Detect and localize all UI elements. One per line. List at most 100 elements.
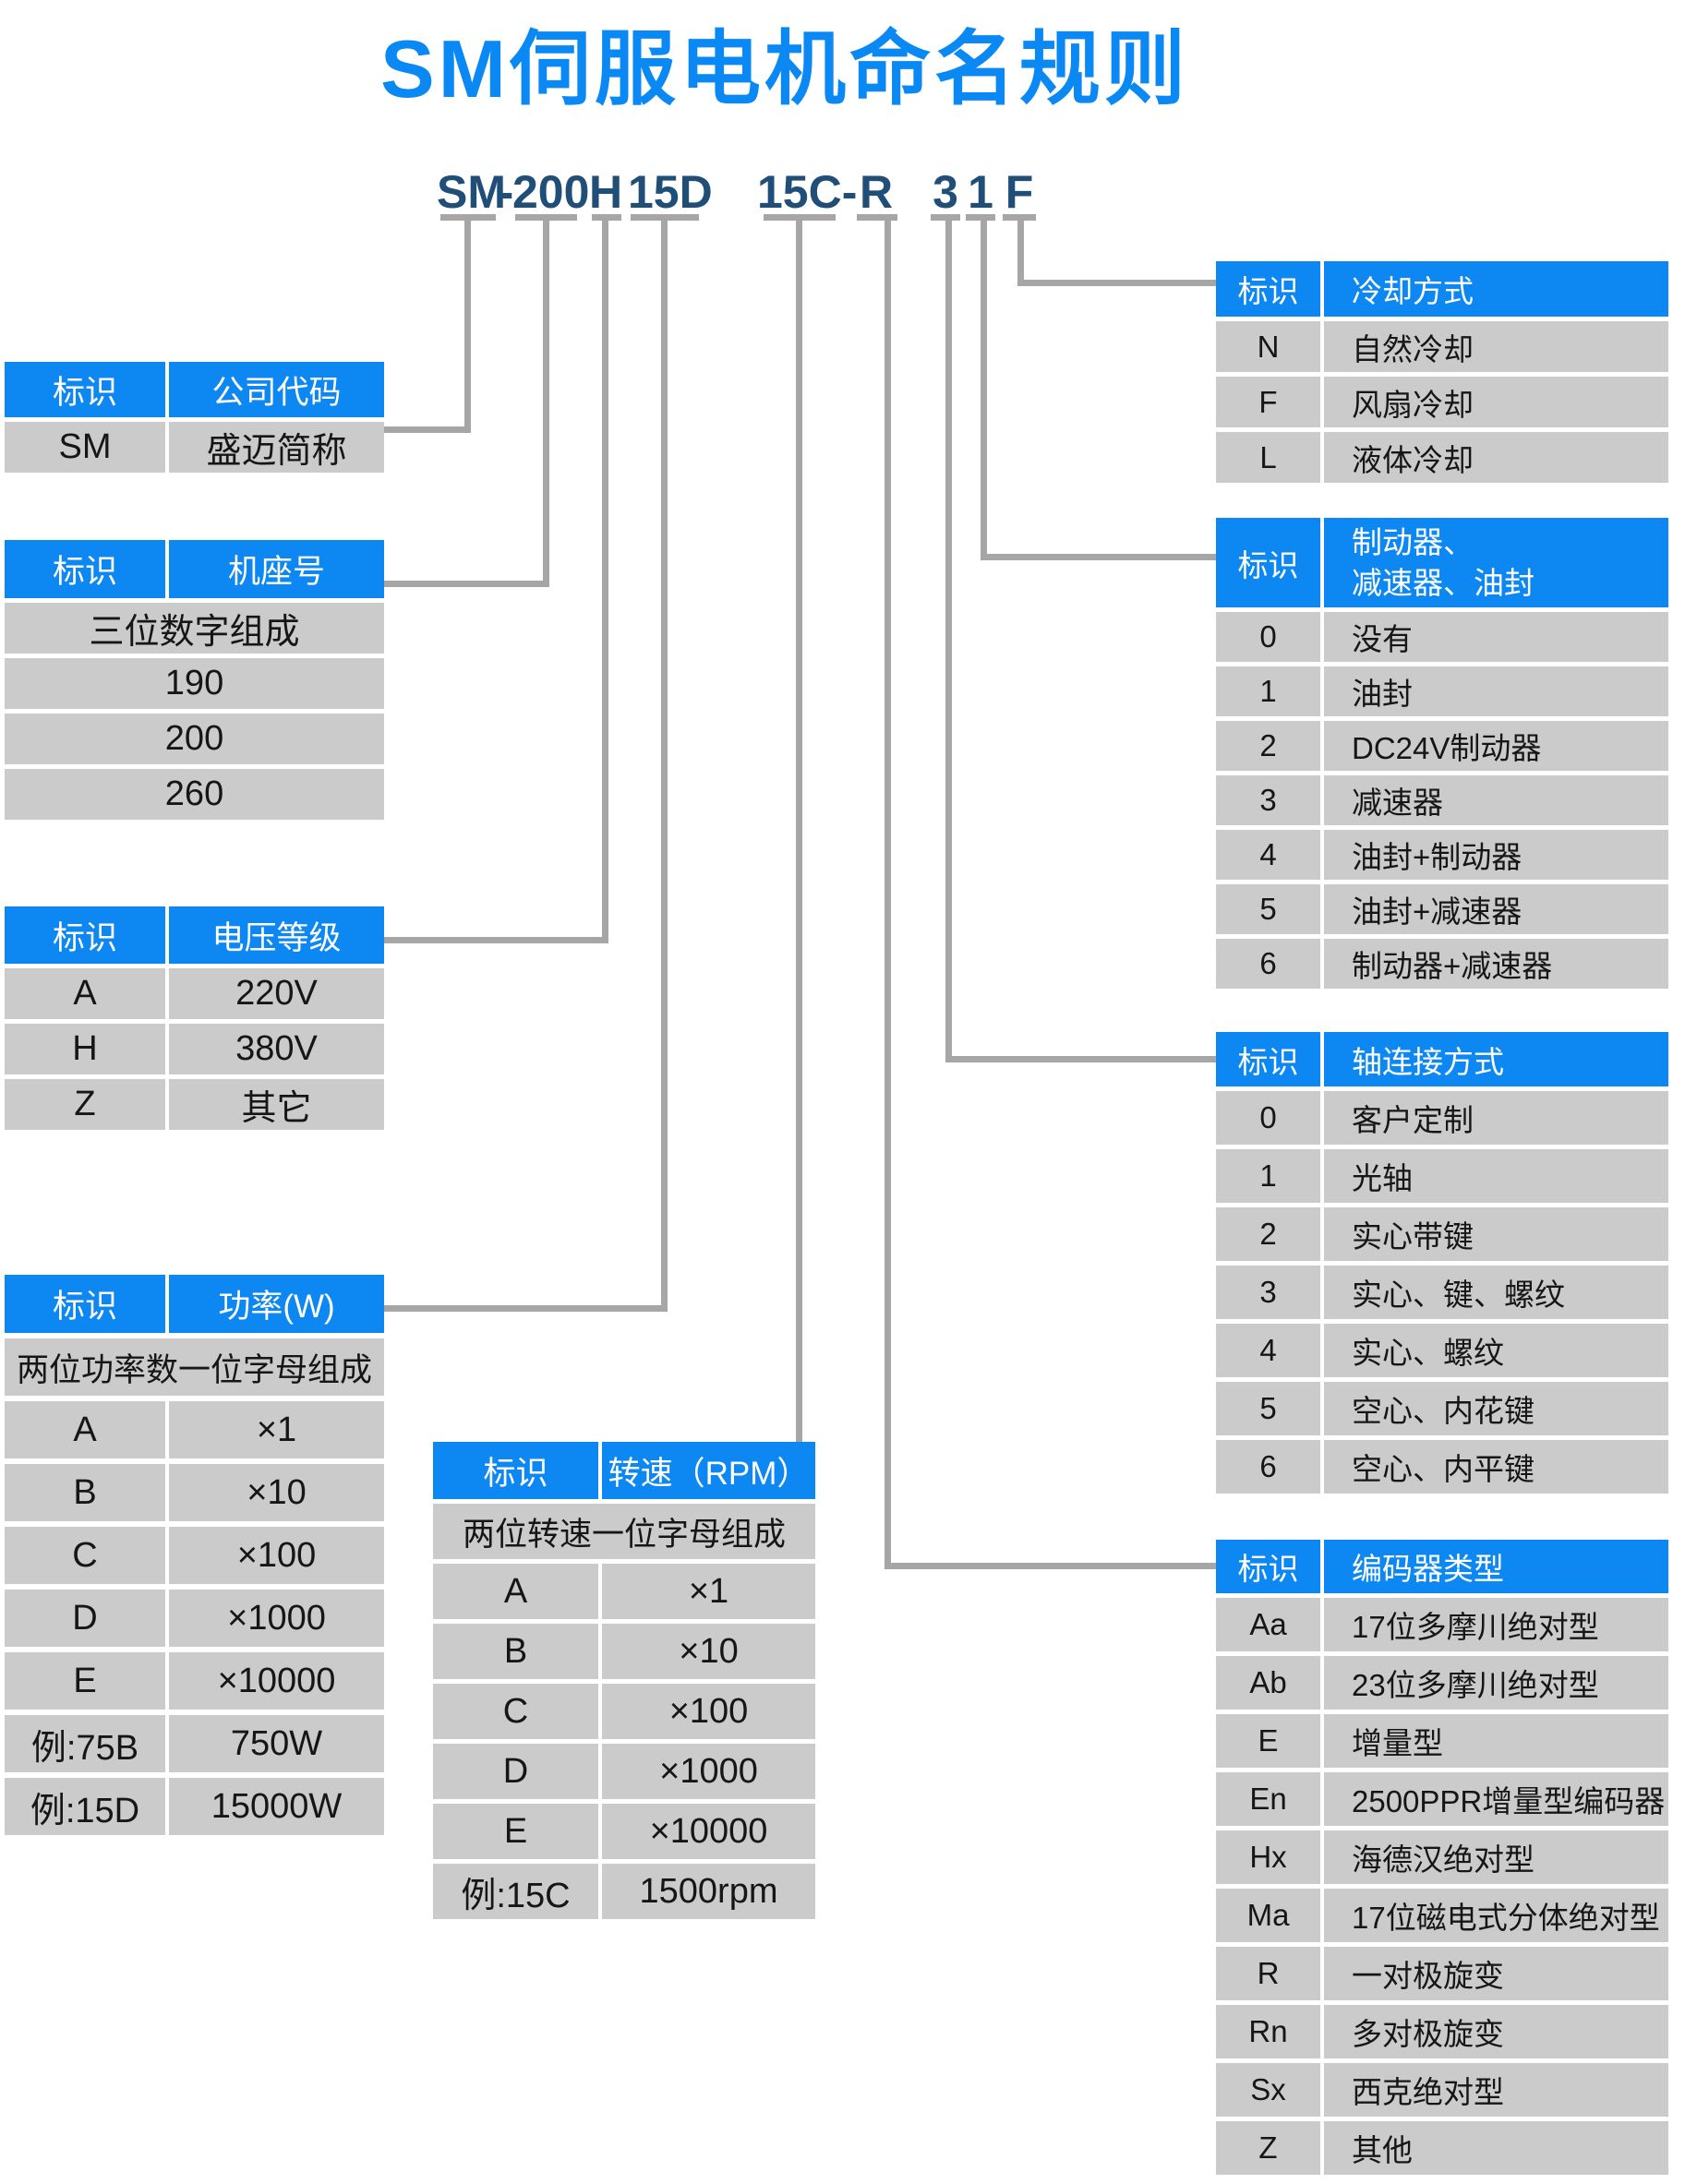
table-row: B ×10	[5, 1464, 384, 1521]
connector-line	[945, 221, 952, 1062]
cell-code: H	[5, 1024, 165, 1074]
cell-code: Hx	[1216, 1830, 1320, 1884]
cell-code: 1	[1216, 1149, 1320, 1203]
underline-r	[857, 214, 897, 221]
cell-code: 2	[1216, 1207, 1320, 1261]
cell-label: ×10	[602, 1624, 815, 1679]
table-speed: 标识 转速（RPM） 两位转速一位字母组成 A ×1 B ×10 C ×100 …	[433, 1442, 815, 1924]
cell-code: 3	[1216, 775, 1320, 825]
cell-code: N	[1216, 321, 1320, 372]
connector-line	[1017, 221, 1024, 286]
table-row: Hx 海德汉绝对型	[1216, 1830, 1668, 1884]
cell-code: SM	[5, 422, 165, 473]
table-header-row: 标识 电压等级	[5, 906, 384, 964]
cell-code: Sx	[1216, 2063, 1320, 2117]
cell-code: A	[5, 968, 165, 1019]
cell-label: ×1000	[602, 1744, 815, 1799]
table-header-row: 标识 制动器、 减速器、油封	[1216, 518, 1668, 607]
cell-code: 例:75B	[5, 1715, 165, 1772]
table-row: A 220V	[5, 968, 384, 1019]
table-row: 1 光轴	[1216, 1149, 1668, 1203]
table-row: 6 空心、内平键	[1216, 1440, 1668, 1494]
cell-code: 0	[1216, 1091, 1320, 1145]
cell-code: A	[433, 1564, 598, 1619]
code-segment-brake: 1	[968, 166, 993, 218]
table-row: Aa 17位多摩川绝对型	[1216, 1598, 1668, 1651]
cell-label: 17位磁电式分体绝对型	[1324, 1889, 1668, 1942]
table-row: H 380V	[5, 1024, 384, 1074]
cell-label: 制动器+减速器	[1324, 939, 1668, 989]
header-cell: 标识	[1216, 1032, 1320, 1086]
cell-label: 1500rpm	[602, 1864, 815, 1919]
table-row: 2 实心带键	[1216, 1207, 1668, 1261]
cell-label: 增量型	[1324, 1714, 1668, 1768]
table-company: 标识 公司代码 SM 盛迈简称	[5, 362, 384, 477]
cell-code: En	[1216, 1772, 1320, 1826]
cell-code: 5	[1216, 884, 1320, 934]
cell-label: 风扇冷却	[1324, 377, 1668, 427]
table-row: 0 没有	[1216, 612, 1668, 662]
cell-label: ×1000	[169, 1590, 384, 1647]
connector-line	[661, 221, 668, 1312]
cell-code: Ab	[1216, 1656, 1320, 1710]
table-row: A ×1	[5, 1401, 384, 1458]
cell-code: D	[433, 1744, 598, 1799]
table-row: Ma 17位磁电式分体绝对型	[1216, 1889, 1668, 1942]
connector-line	[981, 221, 987, 560]
cell-label: 减速器	[1324, 775, 1668, 825]
header-cell: 标识	[1216, 518, 1320, 607]
table-row: L 液体冷却	[1216, 432, 1668, 483]
cell-code: B	[433, 1624, 598, 1679]
cell-label: 油封+制动器	[1324, 830, 1668, 880]
connector-line	[543, 221, 549, 587]
underline-1	[966, 214, 995, 221]
table-row: F 风扇冷却	[1216, 377, 1668, 427]
cell-label: ×1	[169, 1401, 384, 1458]
code-segment-encoder: R	[859, 166, 894, 218]
table-row: Z 其他	[1216, 2121, 1668, 2175]
cell-code: L	[1216, 432, 1320, 483]
connector-line	[796, 221, 802, 1447]
table-header-row: 标识 编码器类型	[1216, 1540, 1668, 1593]
cell-label: 客户定制	[1324, 1091, 1668, 1145]
connector-line	[885, 1563, 1222, 1569]
cell-label: 空心、内平键	[1324, 1440, 1668, 1494]
table-row: 0 客户定制	[1216, 1091, 1668, 1145]
cell-label: 200	[5, 714, 384, 764]
underline-h	[592, 214, 621, 221]
cell-code: R	[1216, 1947, 1320, 2000]
header-cell: 标识	[1216, 1540, 1320, 1593]
table-row: C ×100	[433, 1684, 815, 1739]
connector-line	[384, 937, 608, 943]
table-header-row: 标识 公司代码	[5, 362, 384, 417]
cell-label: 盛迈简称	[169, 422, 384, 473]
cell-label: 17位多摩川绝对型	[1324, 1598, 1668, 1651]
table-row: 3 实心、键、螺纹	[1216, 1266, 1668, 1319]
table-row: E ×10000	[5, 1652, 384, 1710]
table-row: SM 盛迈简称	[5, 422, 384, 473]
table-row: 260	[5, 769, 384, 820]
table-row: C ×100	[5, 1527, 384, 1584]
table-row: Sx 西克绝对型	[1216, 2063, 1668, 2117]
cell-code: B	[5, 1464, 165, 1521]
table-encoder: 标识 编码器类型 Aa 17位多摩川绝对型 Ab 23位多摩川绝对型 E 增量型…	[1216, 1540, 1668, 2179]
cell-code: E	[433, 1804, 598, 1859]
cell-note: 两位功率数一位字母组成	[5, 1338, 384, 1396]
cell-label: 2500PPR增量型编码器	[1324, 1772, 1668, 1826]
table-row: 200	[5, 714, 384, 764]
table-row: 6 制动器+减速器	[1216, 939, 1668, 989]
cell-code: 6	[1216, 939, 1320, 989]
table-row: 1 油封	[1216, 666, 1668, 716]
table-row: 三位数字组成	[5, 603, 384, 654]
code-segment-frame: 200	[512, 166, 590, 218]
cell-code: D	[5, 1590, 165, 1647]
table-header-row: 标识 机座号	[5, 540, 384, 598]
connector-line	[885, 221, 891, 1569]
connector-line	[1017, 280, 1216, 286]
cell-code: F	[1216, 377, 1320, 427]
header-cell: 标识	[5, 906, 165, 964]
table-row: 例:15D 15000W	[5, 1778, 384, 1835]
cell-label: 一对极旋变	[1324, 1947, 1668, 2000]
table-row: A ×1	[433, 1564, 815, 1619]
cell-label: 空心、内花键	[1324, 1382, 1668, 1435]
